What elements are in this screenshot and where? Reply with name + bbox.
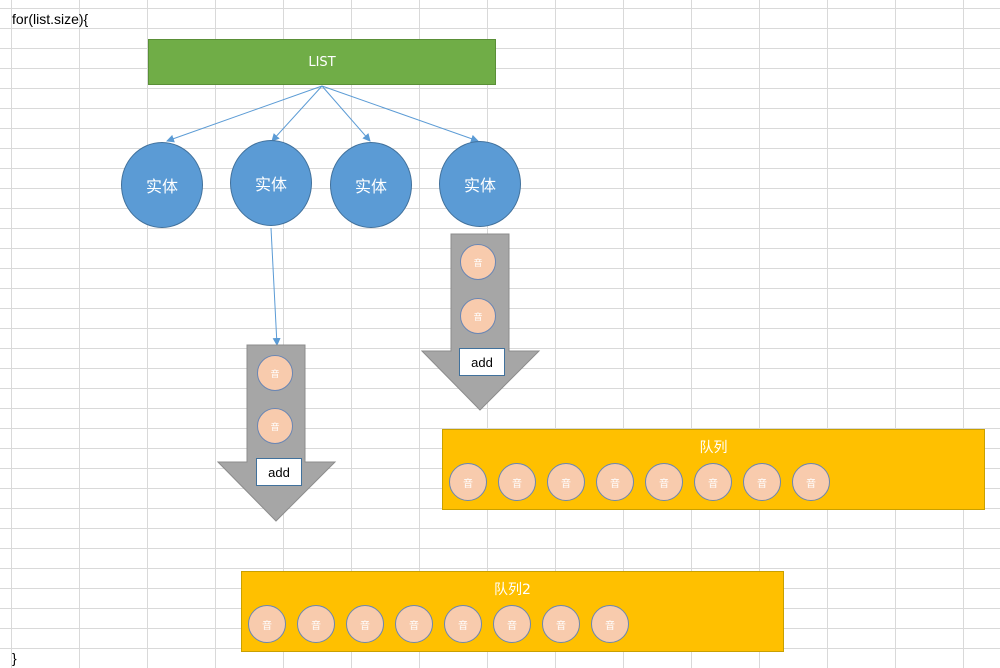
- connector-entity-to-arrow: [270, 227, 281, 346]
- list-label: LIST: [308, 54, 336, 70]
- connector-list-entity-1: [166, 85, 323, 143]
- note-circle: 音: [395, 605, 433, 643]
- entity-label: 实体: [254, 175, 287, 194]
- queue2-title: 队列2: [494, 582, 531, 598]
- note-circle: 音: [645, 463, 683, 501]
- note-circle: 音: [444, 605, 482, 643]
- queue2-box: 队列2 音 音 音 音 音 音 音 音: [241, 571, 784, 652]
- entity-node-4: 实体: [439, 141, 521, 227]
- note-circle: 音: [257, 355, 293, 391]
- note-circle: 音: [257, 408, 293, 444]
- list-box: LIST: [148, 39, 496, 85]
- note-circle: 音: [460, 298, 496, 334]
- note-circle: 音: [542, 605, 580, 643]
- note-circle: 音: [248, 605, 286, 643]
- note-circle: 音: [743, 463, 781, 501]
- queue-title: 队列: [699, 440, 728, 456]
- loop-header-text: for(list.size){: [12, 11, 89, 27]
- note-circle: 音: [591, 605, 629, 643]
- note-circle: 音: [297, 605, 335, 643]
- connector-list-entity-4: [321, 85, 479, 143]
- note-circle: 音: [346, 605, 384, 643]
- add-label-box: add: [256, 458, 302, 486]
- note-circle: 音: [596, 463, 634, 501]
- queue2-notes: 音 音 音 音 音 音 音 音: [248, 605, 777, 643]
- note-circle: 音: [449, 463, 487, 501]
- entity-node-2: 实体: [230, 140, 312, 226]
- note-circle: 音: [460, 244, 496, 280]
- connector-list-entity-2: [271, 85, 323, 142]
- entity-label: 实体: [354, 177, 387, 196]
- note-circle: 音: [493, 605, 531, 643]
- add-label-box: add: [459, 348, 505, 376]
- loop-close-text: }: [12, 650, 17, 666]
- queue-box: 队列 音 音 音 音 音 音 音 音: [442, 429, 985, 510]
- queue-notes: 音 音 音 音 音 音 音 音: [449, 463, 978, 501]
- note-circle: 音: [694, 463, 732, 501]
- note-circle: 音: [792, 463, 830, 501]
- note-circle: 音: [547, 463, 585, 501]
- entity-label: 实体: [463, 176, 496, 195]
- entity-node-3: 实体: [330, 142, 412, 228]
- entity-node-1: 实体: [121, 142, 203, 228]
- connector-list-entity-3: [321, 85, 371, 142]
- note-circle: 音: [498, 463, 536, 501]
- entity-label: 实体: [145, 177, 178, 196]
